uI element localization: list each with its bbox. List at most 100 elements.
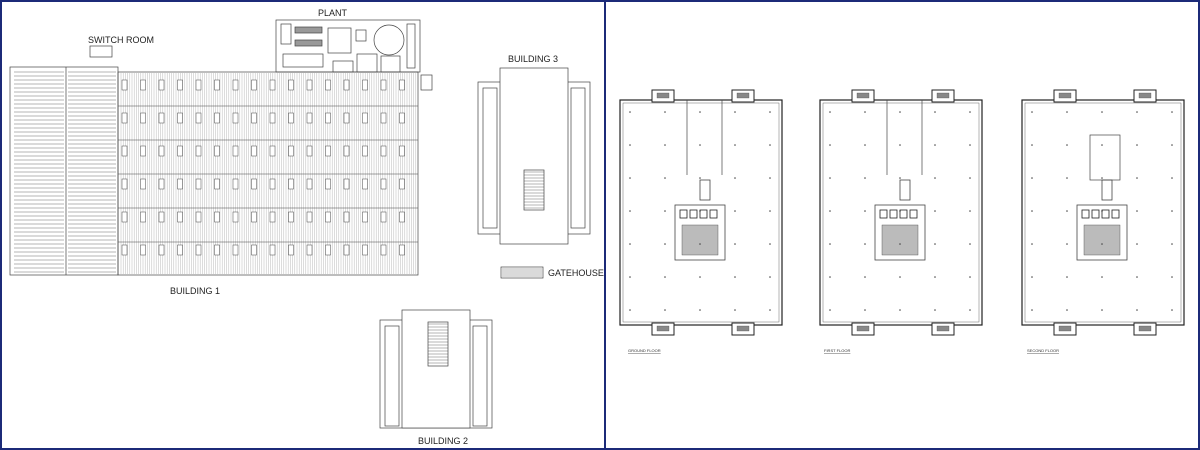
column (734, 243, 736, 245)
skylight (232, 211, 239, 223)
floor-outline (619, 99, 783, 326)
column (1031, 243, 1033, 245)
skylight (306, 178, 313, 190)
column (969, 276, 971, 278)
skylight (288, 244, 294, 256)
lift (909, 209, 918, 219)
skylight (288, 178, 294, 190)
skylight (362, 244, 368, 256)
skylight (214, 244, 220, 256)
column (934, 210, 936, 212)
switch-room (89, 45, 113, 58)
skylight (251, 112, 257, 124)
skylight (232, 79, 239, 91)
skylight (177, 79, 183, 91)
skylight (288, 79, 294, 91)
skylight (214, 79, 220, 91)
column (769, 144, 771, 146)
lift (889, 209, 898, 219)
column (734, 144, 736, 146)
lift (689, 209, 698, 219)
lift (699, 209, 708, 219)
column (934, 243, 936, 245)
toilet-block (681, 224, 719, 256)
column (699, 243, 701, 245)
column (829, 210, 831, 212)
column (864, 276, 866, 278)
skylight (325, 79, 331, 91)
column (664, 177, 666, 179)
floor-plans (619, 89, 1185, 336)
floor-outline (819, 99, 983, 326)
skylight (158, 79, 165, 91)
column (899, 210, 901, 212)
spiral-stair (699, 179, 711, 201)
column (969, 111, 971, 113)
stair-flight (656, 92, 670, 99)
stair-flight (736, 325, 750, 332)
skylight (158, 244, 165, 256)
column (1031, 276, 1033, 278)
skylight (140, 211, 146, 223)
skylight (195, 145, 202, 157)
inner-wall (822, 102, 980, 323)
skylight (214, 178, 220, 190)
column (864, 243, 866, 245)
column (734, 210, 736, 212)
skylight (288, 211, 294, 223)
switch-room-label: SWITCH ROOM (88, 35, 154, 45)
skylight (306, 112, 313, 124)
skylight (140, 244, 146, 256)
floor-plan-3 (1021, 89, 1185, 336)
skylight (232, 145, 239, 157)
column (664, 243, 666, 245)
skylight (269, 178, 276, 190)
skylight (325, 211, 331, 223)
skylight (177, 211, 183, 223)
column (1066, 177, 1068, 179)
column (629, 177, 631, 179)
skylight (195, 178, 202, 190)
column (664, 210, 666, 212)
column (1031, 111, 1033, 113)
skylight (343, 112, 350, 124)
column (769, 276, 771, 278)
plant-building (275, 19, 433, 91)
second-floor-label: SECOND FLOOR (1027, 348, 1059, 353)
column (1031, 210, 1033, 212)
central-core (674, 204, 726, 261)
column (1101, 243, 1103, 245)
column (664, 111, 666, 113)
skylight (399, 178, 405, 190)
column (934, 276, 936, 278)
skylight (158, 112, 165, 124)
column (1136, 309, 1138, 311)
column (699, 144, 701, 146)
column (1066, 210, 1068, 212)
column (899, 111, 901, 113)
lift (709, 209, 718, 219)
skylight (140, 145, 146, 157)
column (629, 243, 631, 245)
inner-wall (622, 102, 780, 323)
skylight (214, 112, 220, 124)
central-core (874, 204, 926, 261)
skylight (399, 112, 405, 124)
column (1171, 210, 1173, 212)
building-3-label: BUILDING 3 (508, 54, 558, 64)
skylight (251, 79, 257, 91)
column (769, 210, 771, 212)
column (829, 276, 831, 278)
column (769, 243, 771, 245)
column (1136, 177, 1138, 179)
column (734, 177, 736, 179)
stair-flight (1058, 325, 1072, 332)
skylight (195, 244, 202, 256)
spiral-stair (899, 179, 911, 201)
skylight (343, 145, 350, 157)
skylight (195, 79, 202, 91)
column (1101, 276, 1103, 278)
column (1136, 276, 1138, 278)
stair-flight (1138, 92, 1152, 99)
skylight (232, 244, 239, 256)
